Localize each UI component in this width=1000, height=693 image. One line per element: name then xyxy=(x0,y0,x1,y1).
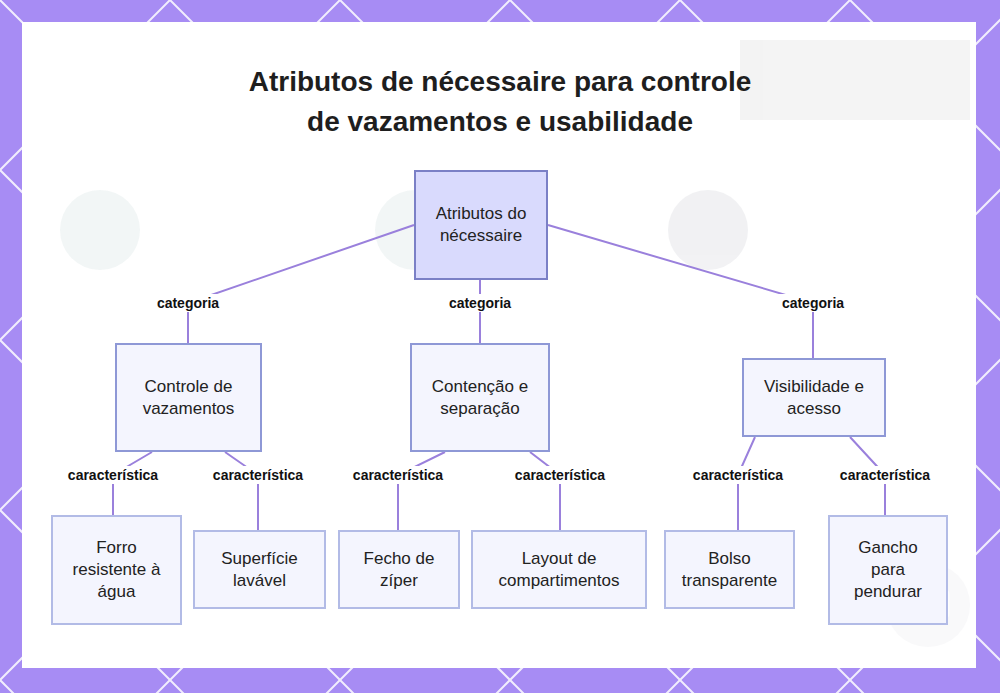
node-label: Controle de vazamentos xyxy=(126,376,251,420)
connector-line xyxy=(398,452,445,530)
node-label: Forro resistente à água xyxy=(62,537,172,603)
edge-label: categoria xyxy=(779,294,847,312)
node-label: Contenção e separação xyxy=(425,376,535,420)
connector-line xyxy=(188,225,414,343)
node-label: Layout de compartimentos xyxy=(481,548,637,592)
category-box: Visibilidade e acesso xyxy=(742,358,886,437)
feature-box: Gancho para pendurar xyxy=(828,515,948,625)
white-panel xyxy=(22,22,976,668)
edge-label: característica xyxy=(837,466,933,484)
feature-box: Fecho de zíper xyxy=(338,530,460,609)
edge-label: característica xyxy=(690,466,786,484)
root-box: Atributos do nécessaire xyxy=(414,170,548,280)
feature-box: Bolso transparente xyxy=(664,530,795,609)
feature-box: Layout de compartimentos xyxy=(471,530,647,609)
feature-box: Superfície lavável xyxy=(193,530,326,609)
edge-label: característica xyxy=(512,466,608,484)
node-label: Superfície lavável xyxy=(205,548,315,592)
faded-backdrop xyxy=(60,40,970,270)
feature-box: Forro resistente à água xyxy=(51,515,182,625)
connector-line xyxy=(225,452,258,530)
diagram-title: Atributos de nécessaire para controle de… xyxy=(190,62,810,142)
node-label: Gancho para pendurar xyxy=(843,537,933,603)
node-label: Bolso transparente xyxy=(675,548,785,592)
node-label: Fecho de zíper xyxy=(349,548,449,592)
edge-label: característica xyxy=(350,466,446,484)
edge-label: categoria xyxy=(446,294,514,312)
edge-label: característica xyxy=(210,466,306,484)
edge-label: característica xyxy=(65,466,161,484)
connector-line xyxy=(530,452,560,530)
connector-line xyxy=(548,225,813,358)
category-box: Contenção e separação xyxy=(410,343,550,452)
edge-label: categoria xyxy=(154,294,222,312)
node-label: Atributos do nécessaire xyxy=(431,203,531,247)
node-label: Visibilidade e acesso xyxy=(754,376,874,420)
category-box: Controle de vazamentos xyxy=(115,343,262,452)
